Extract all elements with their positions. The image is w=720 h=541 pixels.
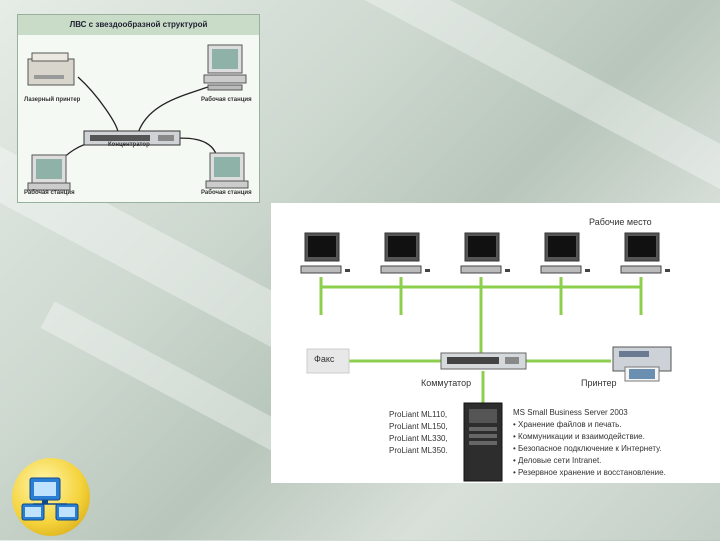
laser-printer-icon [27, 52, 75, 86]
server-icon [463, 402, 503, 482]
server-feature: • Деловые сети Intranet. [513, 456, 602, 465]
workstation-icon [540, 232, 590, 274]
server-model: ProLiant ML330, [389, 434, 448, 443]
switch-icon [440, 352, 527, 370]
cable [137, 86, 209, 134]
workplaces-label: Рабочие место [589, 217, 652, 227]
server-model: ProLiant ML350. [389, 446, 448, 455]
switch-label: Коммутатор [421, 378, 472, 388]
background-stripe [281, 0, 720, 200]
workstation-top-icon [203, 44, 247, 91]
server-model: ProLiant ML110, [389, 410, 448, 419]
printer-label: Принтер [581, 378, 617, 388]
workstation-left-label: Рабочая станция [24, 190, 75, 196]
workstation-icon [620, 232, 670, 274]
workstation-left-icon [27, 154, 71, 191]
network-drawing [300, 232, 672, 482]
star-lan-title: ЛВС с звездообразной структурой [18, 15, 259, 35]
server-feature: • Коммуникации и взаимодействие. [513, 432, 645, 441]
hub-icon [83, 130, 181, 146]
server-features-list: MS Small Business Server 2003 • Хранение… [513, 407, 666, 479]
workstation-top-label: Рабочая станция [201, 97, 252, 103]
workstation-icon [380, 232, 430, 274]
hub-label: Концентратор [108, 142, 150, 148]
workstation-right-icon [205, 152, 249, 189]
network-diagram: Рабочие место Факс Коммутатор Принтер Pr… [271, 203, 720, 483]
network-computers-icon [21, 477, 79, 521]
workstation-icon [460, 232, 510, 274]
laser-printer-label: Лазерный принтер [24, 97, 81, 103]
star-lan-diagram: ЛВС с звездообразной структурой [17, 14, 260, 203]
server-models-list: ProLiant ML110, ProLiant ML150, ProLiant… [389, 409, 448, 457]
server-feature: • Резервное хранение и восстановление. [513, 468, 666, 477]
workstation-icon [300, 232, 350, 274]
server-feature: • Хранение файлов и печать. [513, 420, 622, 429]
star-lan-drawing [27, 44, 249, 191]
server-model: ProLiant ML150, [389, 422, 448, 431]
fax-box [306, 348, 350, 374]
server-feature: • Безопасное подключение к Интернету. [513, 444, 662, 453]
printer-icon [612, 346, 672, 382]
network-logo-icon [12, 458, 90, 536]
cable [77, 76, 119, 134]
workstation-right-label: Рабочая станция [201, 190, 252, 196]
fax-label: Факс [314, 354, 335, 364]
server-feature: MS Small Business Server 2003 [513, 408, 628, 417]
